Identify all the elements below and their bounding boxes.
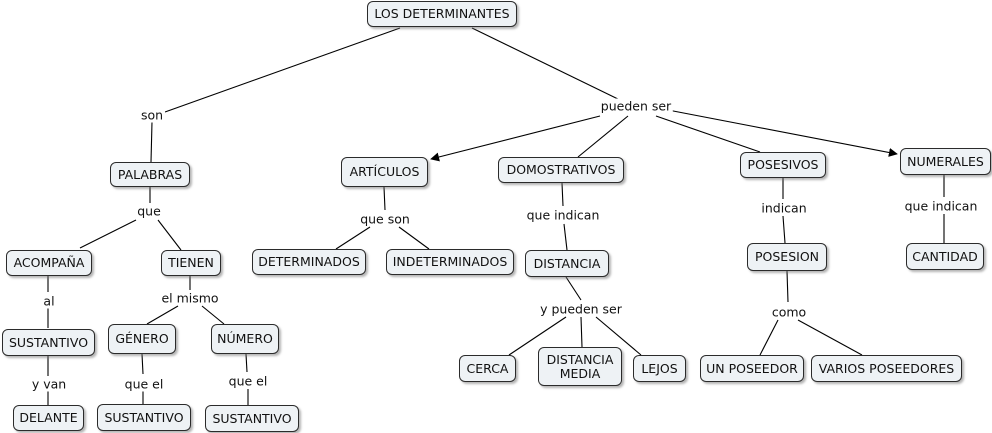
line-queson-indeterminados: [398, 226, 430, 250]
line-como-unposeedor: [759, 319, 779, 356]
line-que-tienen: [157, 219, 182, 251]
arrow-numerales: [667, 109, 898, 157]
line-indican-posesion: [782, 215, 786, 244]
link-que-el-2: que el: [226, 373, 270, 389]
concept-los-determinantes[interactable]: LOS DETERMINANTES: [367, 1, 517, 27]
line-articulos-queson: [383, 186, 386, 211]
line-posesivos: [655, 115, 761, 153]
line-ypuedenser-cerca: [508, 316, 567, 356]
concept-determinados[interactable]: DETERMINADOS: [252, 249, 366, 275]
concept-cerca[interactable]: CERCA: [459, 355, 516, 382]
concept-lejos[interactable]: LEJOS: [633, 355, 686, 382]
line-demostrativos-queindican: [561, 182, 564, 207]
line-son-palabras: [150, 121, 153, 163]
link-que: que: [135, 203, 163, 219]
concept-tienen[interactable]: TIENEN: [161, 250, 221, 276]
concept-distancia-media[interactable]: DISTANCIA MEDIA: [538, 347, 622, 386]
line-elmismo-genero: [146, 305, 179, 325]
concept-delante[interactable]: DELANTE: [13, 405, 84, 431]
concept-varios-poseedores[interactable]: VARIOS POSEEDORES: [811, 355, 962, 382]
line-distancia-ypuedenser: [565, 276, 582, 301]
link-que-indican-1: que indican: [524, 207, 602, 223]
line-ypuedenser-distanciamedia: [580, 316, 583, 348]
line-genero-queel: [141, 353, 144, 375]
link-que-el-1: que el: [122, 376, 166, 392]
line-posesion-como: [786, 270, 789, 303]
link-indican: indican: [759, 200, 809, 216]
concept-articulos[interactable]: ARTÍCULOS: [341, 157, 428, 187]
concept-sustantivo-1[interactable]: SUSTANTIVO: [2, 329, 95, 356]
concept-sustantivo-2[interactable]: SUSTANTIVO: [97, 404, 191, 431]
line-numero-queel: [245, 353, 248, 373]
line-elmismo-numero: [201, 305, 225, 325]
concept-numero[interactable]: NÚMERO: [211, 324, 279, 354]
link-el-mismo: el mismo: [159, 290, 221, 306]
line-root-son: [164, 27, 401, 113]
concept-posesion[interactable]: POSESION: [747, 243, 827, 271]
link-al: al: [41, 293, 57, 309]
concept-acompana[interactable]: ACOMPAÑA: [6, 250, 92, 276]
concept-palabras[interactable]: PALABRAS: [110, 162, 190, 187]
concept-distancia[interactable]: DISTANCIA: [525, 250, 609, 277]
concept-genero[interactable]: GÉNERO: [108, 324, 176, 354]
link-y-pueden-ser: y pueden ser: [538, 301, 624, 317]
link-y-van: y van: [29, 376, 69, 392]
arrow-articulos: [430, 115, 601, 162]
link-pueden-ser: pueden ser: [598, 98, 674, 114]
line-demostrativos: [577, 115, 629, 158]
link-son: son: [138, 107, 166, 123]
concept-numerales[interactable]: NUMERALES: [900, 148, 991, 175]
line-que-acompana: [79, 219, 137, 249]
concept-posesivos[interactable]: POSESIVOS: [740, 152, 826, 178]
concept-cantidad[interactable]: CANTIDAD: [906, 243, 984, 270]
concept-indeterminados[interactable]: INDETERMINADOS: [386, 249, 514, 275]
line-queindican-distancia: [563, 223, 568, 251]
concept-un-poseedor[interactable]: UN POSEEDOR: [700, 355, 804, 382]
concept-demostrativos[interactable]: DOMOSTRATIVOS: [498, 157, 624, 183]
link-que-son: que son: [358, 211, 412, 227]
line-ypuedenser-lejos: [595, 316, 642, 356]
concept-sustantivo-3[interactable]: SUSTANTIVO: [205, 405, 299, 432]
line-queson-determinados: [335, 226, 371, 250]
line-como-variosposeedores: [797, 319, 863, 356]
link-como: como: [769, 304, 809, 320]
link-que-indican-2: que indican: [902, 198, 980, 214]
line-root-pueden-ser: [471, 27, 621, 101]
